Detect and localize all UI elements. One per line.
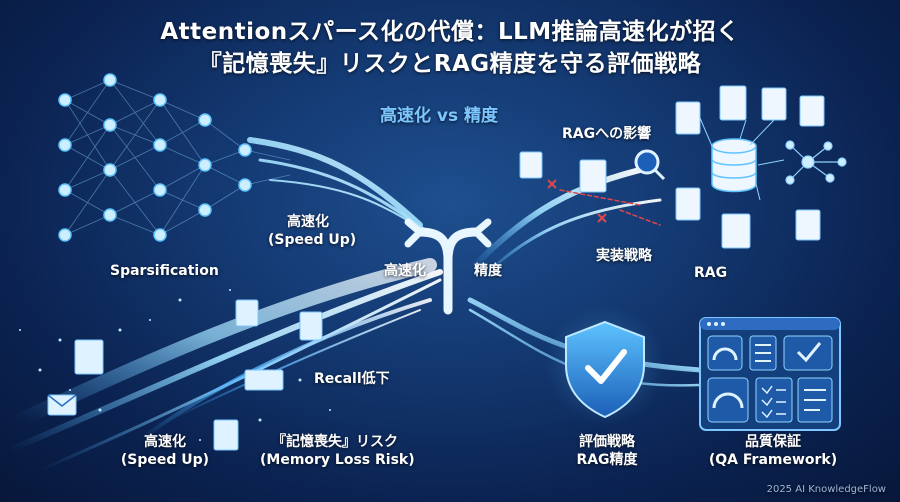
label-speed-up-top-en: (Speed Up): [268, 232, 357, 248]
network-graph-icon: [785, 140, 847, 185]
connector-lines: [699, 117, 785, 201]
footer-credit: 2025 AI KnowledgeFlow: [766, 484, 886, 495]
label-recall-down: Recall低下: [314, 371, 390, 387]
label-sparsification: Sparsification: [110, 263, 219, 279]
label-eval-strategy-ja: 評価戦略: [579, 434, 635, 450]
rag-stream: [467, 167, 662, 282]
label-speed-up-top-ja: 高速化: [287, 214, 329, 230]
fork-arrow-icon: [404, 218, 492, 315]
shield-check-icon: [545, 305, 665, 425]
label-eval-strategy: 評価戦略 RAG精度: [562, 433, 652, 469]
label-memory-loss-en: (Memory Loss Risk): [260, 452, 415, 468]
mail-icon: [47, 394, 77, 416]
label-speed-up-bottom-ja: 高速化: [144, 434, 186, 450]
dashboard-icon: [699, 317, 841, 431]
label-rag-accuracy: RAG精度: [576, 452, 638, 468]
database-icon: [711, 138, 757, 193]
label-rag-impact: RAGへの影響: [562, 126, 652, 142]
neural-network-icon: [64, 79, 291, 236]
magnifier-icon: [634, 149, 666, 181]
particles: [19, 289, 331, 441]
label-speed-up-bottom-en: (Speed Up): [120, 452, 210, 468]
label-fork-left: 高速化: [384, 263, 426, 279]
label-speed-up-top: 高速化 (Speed Up): [268, 213, 357, 249]
document-icon: [519, 85, 825, 249]
label-fork-right: 精度: [474, 263, 502, 279]
subtitle: 高速化 vs 精度: [380, 106, 499, 126]
label-qa-ja: 品質保証: [745, 434, 801, 450]
label-qa: 品質保証 (QA Framework): [708, 433, 838, 469]
error-marks: [547, 179, 607, 223]
label-qa-en: (QA Framework): [708, 452, 838, 468]
label-memory-loss-ja: 『記憶喪失』リスク: [272, 434, 398, 450]
title-line-1: Attentionスパース化の代償：LLM推論高速化が招く: [160, 19, 740, 45]
title-line-2: 『記憶喪失』リスクとRAG精度を守る評価戦略: [198, 51, 702, 77]
label-rag: RAG: [694, 265, 728, 281]
label-speed-up-bottom: 高速化 (Speed Up): [120, 433, 210, 469]
neural-nodes: [58, 73, 252, 242]
label-impl-strategy: 実装戦略: [596, 248, 652, 264]
document-icon: [74, 299, 323, 451]
label-memory-loss: 『記憶喪失』リスク (Memory Loss Risk): [260, 433, 415, 469]
